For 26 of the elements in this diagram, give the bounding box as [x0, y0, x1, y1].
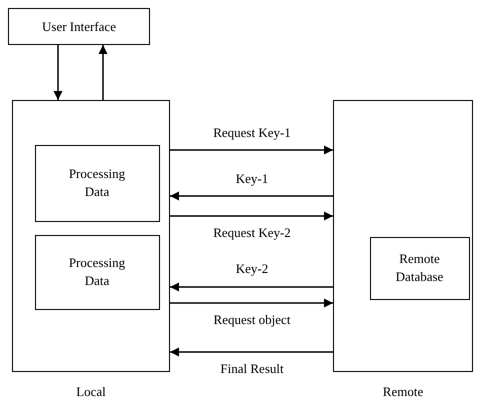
edge-label: Final Result — [219, 362, 285, 375]
edge-label: Request object — [212, 313, 292, 326]
node-caption: Remote — [382, 384, 424, 400]
arrow — [170, 192, 333, 200]
process-box — [34, 144, 160, 222]
node-label: Processing Data — [68, 165, 126, 201]
node-label: Processing Data — [68, 254, 126, 290]
edge-label: Key-1 — [234, 172, 270, 185]
process-box — [370, 236, 470, 300]
arrow — [170, 348, 333, 356]
container-box — [12, 100, 170, 372]
process-box — [8, 8, 150, 45]
arrow — [98, 45, 108, 100]
process-box — [34, 234, 160, 310]
edge-label: Request Key-1 — [212, 126, 292, 139]
edge-label: Request Key-2 — [212, 226, 292, 239]
edge-label: Key-2 — [234, 262, 270, 275]
node-label: User Interface — [42, 18, 116, 36]
arrow — [170, 298, 333, 308]
arrow — [54, 45, 62, 100]
container-box — [333, 100, 473, 372]
node-caption: Local — [76, 384, 106, 400]
node-label: Remote Database — [394, 250, 444, 286]
arrow — [170, 146, 333, 154]
arrow — [170, 282, 333, 292]
arrow — [170, 212, 333, 220]
